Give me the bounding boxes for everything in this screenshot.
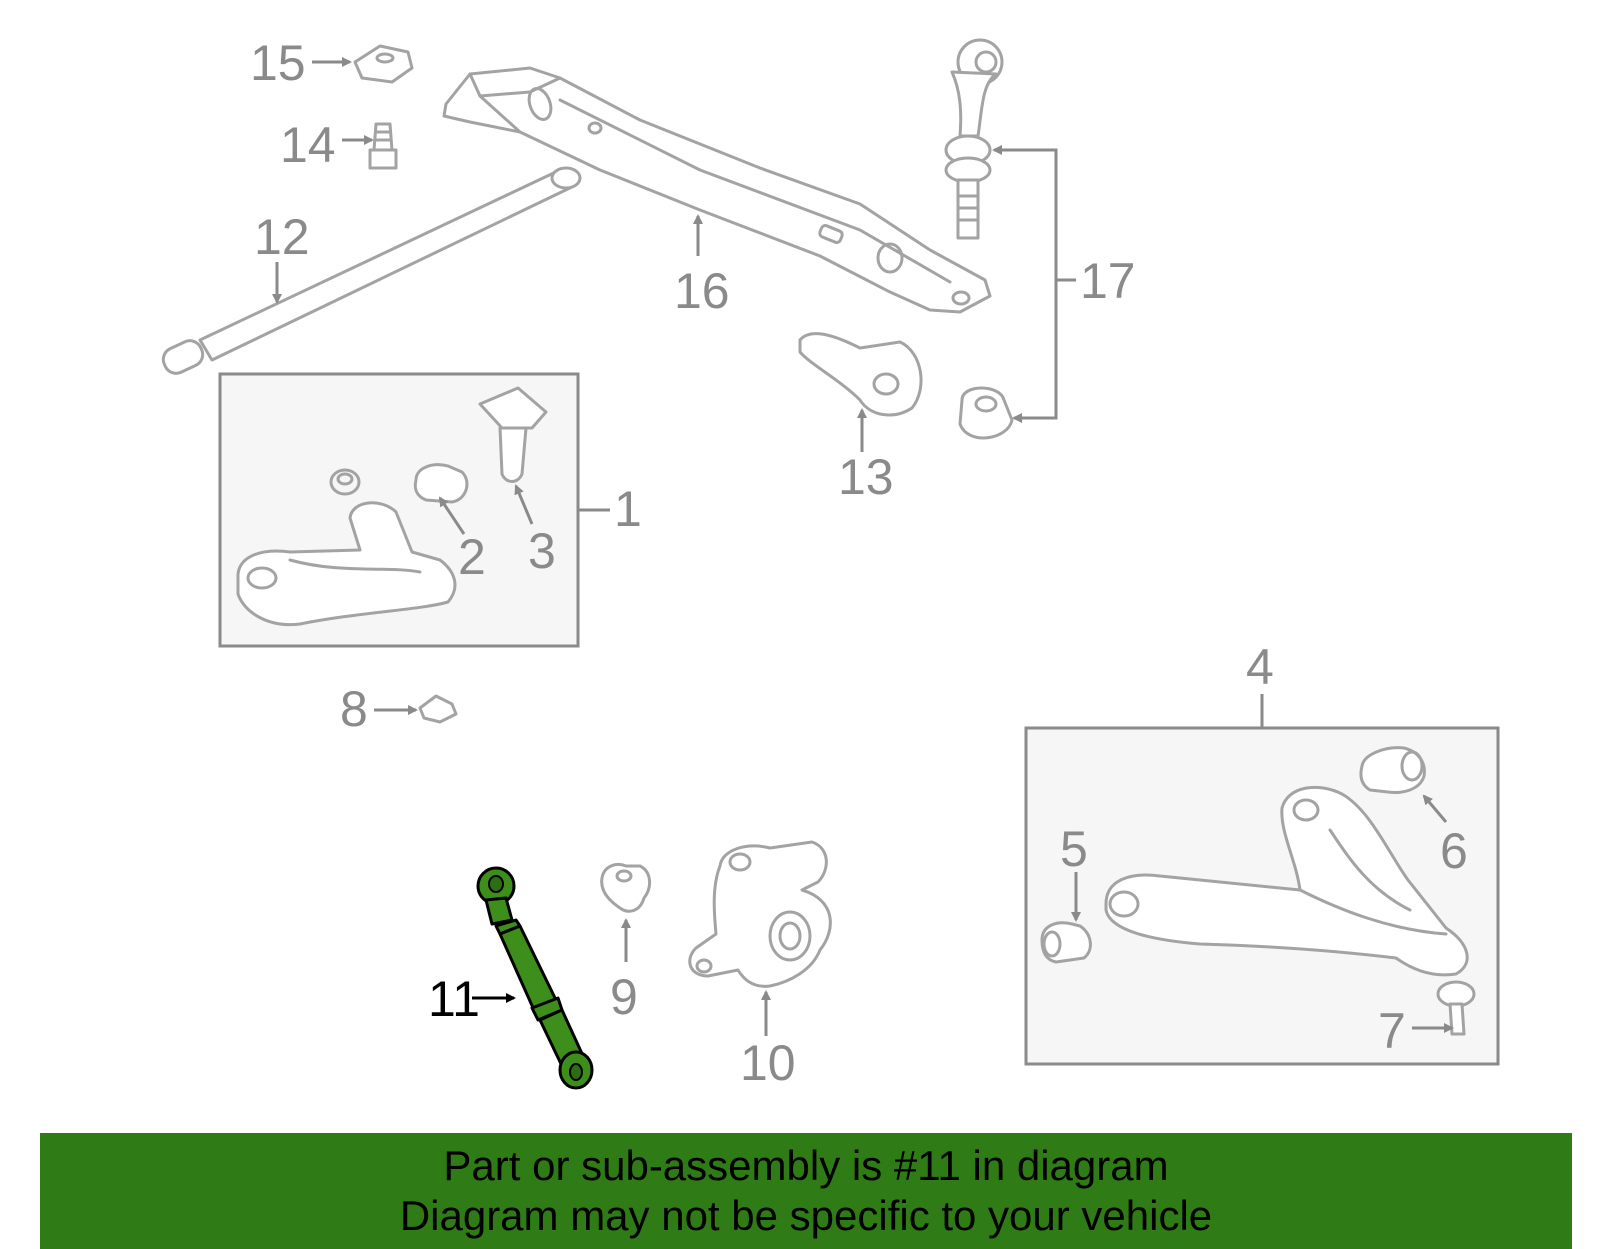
callout-8: 8 [340,681,368,737]
part-7-ball-stud [1436,980,1476,1036]
part-5-bushing [1040,921,1092,964]
part-3-ball-joint [478,386,548,483]
part-15-clip [353,44,414,84]
callout-6: 6 [1440,823,1468,879]
part-14-bolt [368,122,398,170]
banner-line-1: Part or sub-assembly is #11 in diagram [443,1142,1169,1189]
part-2-bushing [413,463,469,504]
banner-line-2: Diagram may not be specific to your vehi… [399,1192,1213,1239]
leader-lines [272,57,1454,1036]
callout-1: 1 [614,481,642,537]
callout-4: 4 [1246,639,1274,695]
part-6-bushing [1359,746,1426,794]
callout-5: 5 [1060,821,1088,877]
callout-13: 13 [838,449,894,505]
callout-3: 3 [528,523,556,579]
callout-10: 10 [740,1035,796,1091]
part-10-steering-knuckle [688,840,832,988]
callout-7: 7 [1378,1003,1406,1059]
part-1-upper-control-arm [236,468,457,627]
callout-12: 12 [254,209,310,265]
part-13-bracket [798,332,923,417]
callout-9: 9 [610,969,638,1025]
part-8-clip [418,694,458,724]
part-17-stabilizer-link [944,38,1014,440]
part-16-crossmember [442,66,992,314]
part-9-bump-stop [600,863,651,913]
callout-2: 2 [458,529,486,585]
callout-17: 17 [1080,253,1136,309]
callout-16: 16 [674,263,730,319]
part-12-stabilizer-bar [161,166,582,375]
callout-14: 14 [280,117,336,173]
callout-15: 15 [250,35,306,91]
part-4-lower-control-arm [1104,785,1469,977]
part-11-shock-absorber [476,866,594,1090]
callout-11: 11 [428,971,480,1027]
info-banner: Part or sub-assembly is #11 in diagram D… [40,1133,1572,1249]
